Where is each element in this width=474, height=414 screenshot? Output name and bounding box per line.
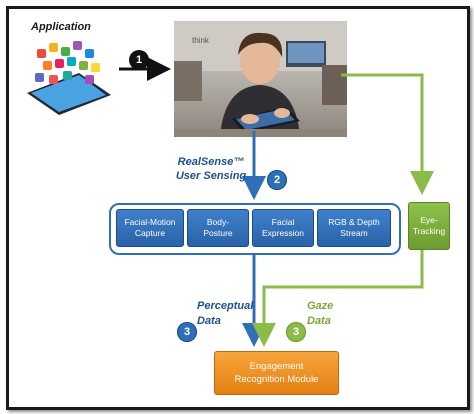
facial-motion-capture-box: Facial-Motion Capture (116, 209, 184, 247)
step-2-badge: 2 (267, 170, 287, 190)
flow-arrows (119, 57, 434, 347)
application-label: Application (31, 21, 91, 33)
step-3-gaze-badge: 3 (286, 322, 306, 342)
tablet-app-icon (27, 41, 111, 115)
rgb-depth-stream-box: RGB & Depth Stream (317, 209, 391, 247)
gaze-data-label: Gaze Data (307, 300, 334, 327)
arrow-eye-tracking-to-engagement (252, 242, 424, 347)
eye-tracking-box: Eye- Tracking (408, 202, 450, 250)
step-1-badge: 1 (129, 50, 149, 70)
photo-scene: think (174, 21, 347, 137)
engagement-recognition-module-box: Engagement Recognition Module (214, 351, 339, 395)
diagram-frame: Application think (6, 6, 470, 410)
photo-wall-text: think (192, 36, 210, 45)
facial-expression-box: Facial Expression (252, 209, 314, 247)
child-using-tablet-photo: think (174, 21, 347, 137)
body-posture-box: Body- Posture (187, 209, 249, 247)
step-3-perceptual-badge: 3 (177, 322, 197, 342)
arrow-user-to-eye-tracking (341, 73, 434, 195)
perceptual-data-label: Perceptual Data (197, 300, 254, 327)
realsense-user-sensing-label: RealSense™ User Sensing (175, 156, 247, 182)
